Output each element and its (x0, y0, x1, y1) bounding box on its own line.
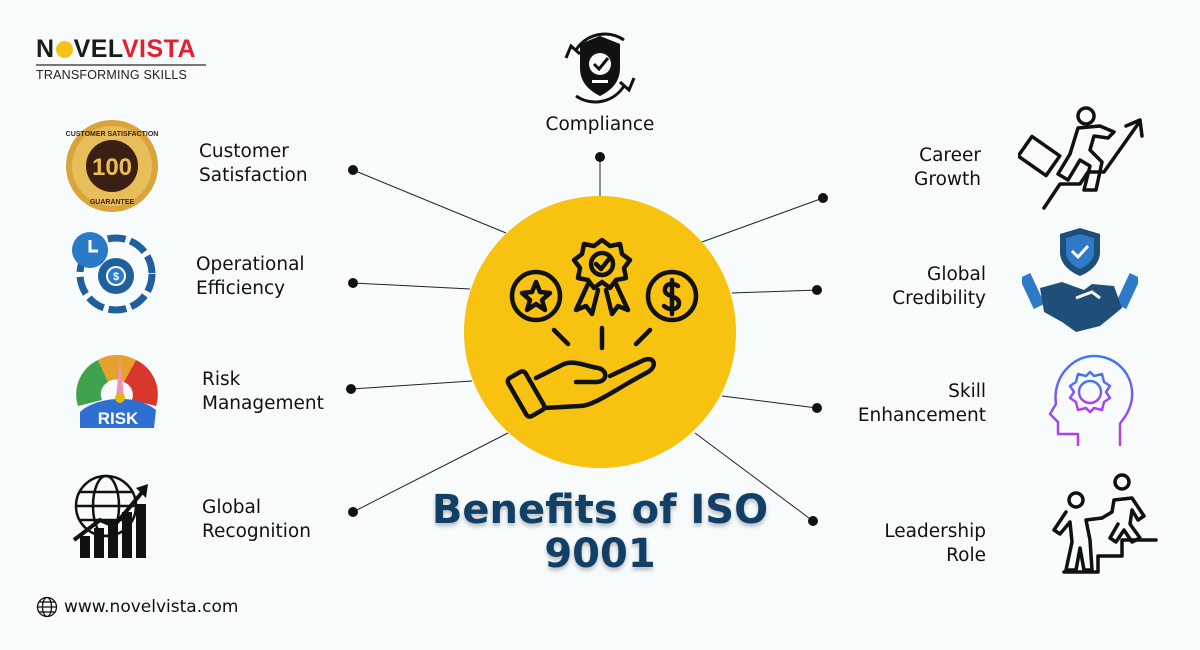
benefit-leadership-role: Leadership Role (884, 521, 986, 566)
customer-satisfaction-badge-icon: 100 CUSTOMER SATISFACTION GUARANTEE (64, 118, 160, 218)
benefit-customer-satisfaction: Customer Satisfaction (199, 141, 308, 186)
climbing-businessman-icon (1016, 104, 1148, 216)
benefit-global-recognition: Global Recognition (202, 497, 311, 542)
logo-tagline: TRANSFORMING SKILLS (36, 68, 188, 82)
benefit-risk-management: Risk Management (202, 369, 324, 414)
benefit-compliance: Compliance (545, 114, 655, 135)
page-title: Benefits of ISO 9001 (431, 487, 769, 577)
svg-text:RISK: RISK (98, 409, 139, 428)
website-link[interactable]: www.novelvista.com (36, 596, 238, 618)
clock-gear-dollar-icon: $ (68, 230, 158, 320)
globe-growth-chart-icon (70, 470, 154, 564)
helping-climb-icon (1046, 472, 1158, 580)
globe-icon (36, 596, 58, 618)
logo-divider (36, 64, 206, 66)
svg-text:100: 100 (92, 154, 132, 181)
svg-text:GUARANTEE: GUARANTEE (90, 199, 135, 206)
benefit-global-credibility: Global Credibility (892, 264, 986, 309)
benefit-operational-efficiency: Operational Efficiency (196, 254, 305, 299)
medal-icon (55, 41, 73, 58)
center-circle (464, 196, 736, 468)
svg-text:$: $ (113, 271, 119, 283)
benefit-career-growth: Career Growth (914, 145, 981, 190)
hand-offering-rewards-icon (505, 237, 699, 419)
svg-text:CUSTOMER SATISFACTION: CUSTOMER SATISFACTION (66, 131, 159, 138)
risk-meter-icon: RISK (74, 348, 158, 436)
shield-check-cycle-icon (554, 28, 646, 112)
handshake-shield-icon (1019, 226, 1141, 340)
website-url[interactable]: www.novelvista.com (64, 597, 239, 617)
benefit-skill-enhancement: Skill Enhancement (857, 381, 986, 426)
head-gear-icon (1048, 354, 1136, 454)
